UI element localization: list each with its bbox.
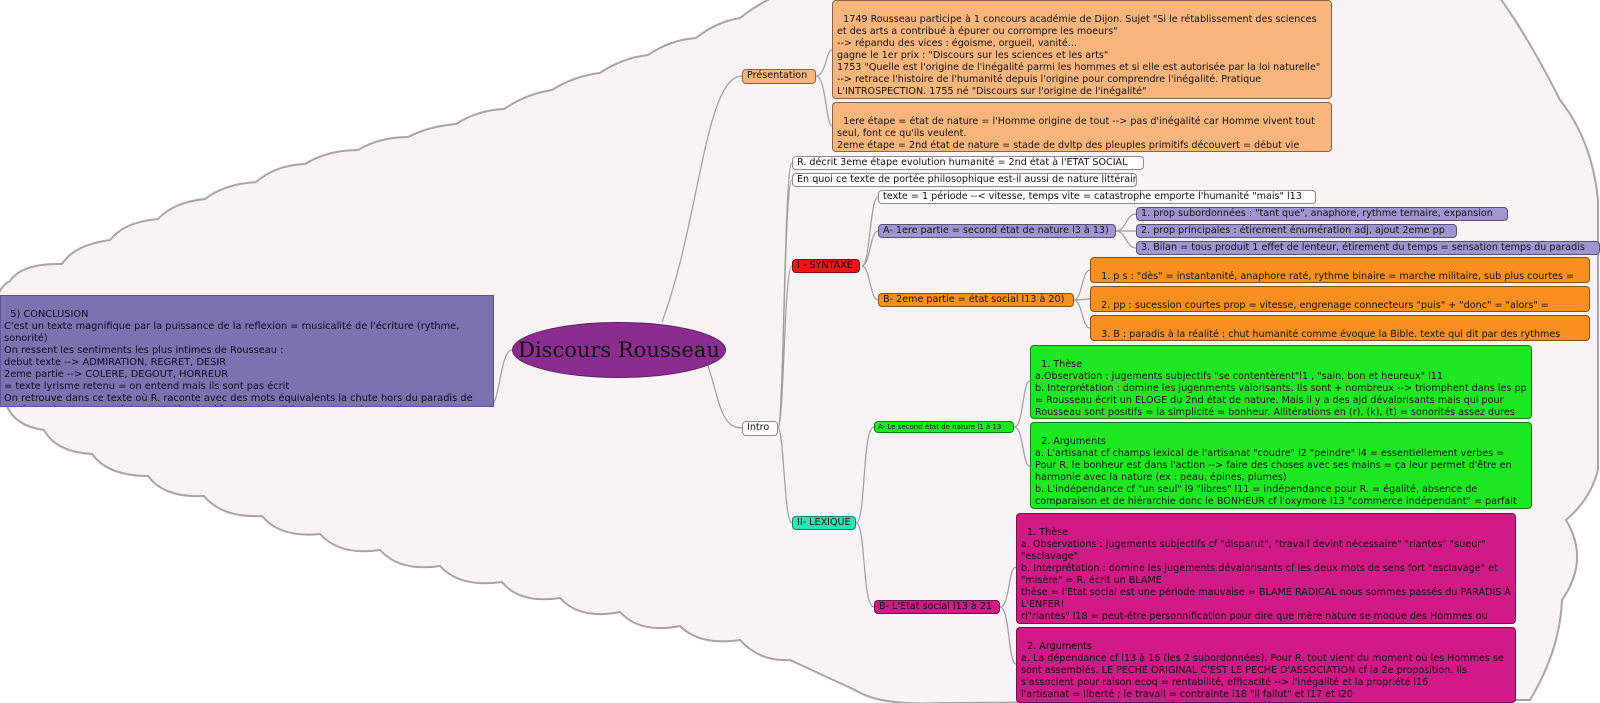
syntaxe-b-item-3[interactable]: 3. B : paradis à la réalité : chut human… (1090, 315, 1590, 341)
syntaxe-a-item-3-text: 3. Bilan = tous produit 1 effet de lente… (1141, 242, 1585, 253)
link-intro-syntaxe (777, 265, 793, 429)
link-sa-1 (1115, 213, 1137, 232)
conclusion-text: 5) CONCLUSION C'est un texte magnifique … (4, 309, 473, 406)
intro-statement-text: R. décrit 3eme étape evolution humanité … (797, 157, 1128, 168)
syntaxe-a-item-2-text: 2. prop principales : étirement énumérat… (1141, 225, 1445, 236)
lexique-part-a[interactable]: A- Le second état de nature l1 à 13 (874, 421, 1014, 433)
syntaxe-periode-text: texte = 1 période --< vitesse, temps vit… (883, 191, 1302, 202)
topic-presentation[interactable]: Présentation (742, 69, 816, 84)
lexique-part-b-label: B- L'Etat social l13 à 21 (879, 601, 993, 612)
conclusion-note[interactable]: 5) CONCLUSION C'est un texte magnifique … (0, 295, 494, 407)
syntaxe-periode[interactable]: texte = 1 période --< vitesse, temps vit… (878, 190, 1316, 204)
link-sb-1 (1073, 269, 1091, 301)
lexique-b-item-2-text: 2. Arguments a. La dépendance cf l13 à 1… (1021, 641, 1504, 702)
link-sb-3 (1073, 299, 1091, 329)
link-lb-2 (999, 606, 1017, 665)
link-intro-question (777, 179, 793, 429)
lexique-b-item-1[interactable]: 1. Thèse a. Observations : jugements sub… (1016, 513, 1516, 624)
intro-statement[interactable]: R. décrit 3eme étape evolution humanité … (792, 156, 1144, 170)
syntaxe-part-a-label: A- 1ere partie = second état de nature l… (883, 225, 1109, 236)
link-root-presentation (661, 75, 743, 323)
link-root-intro (705, 359, 743, 429)
lexique-b-item-1-text: 1. Thèse a. Observations : jugements sub… (1021, 527, 1511, 622)
presentation-note-1-text: 1749 Rousseau participe à 1 concours aca… (837, 14, 1321, 97)
syntaxe-a-item-2[interactable]: 2. prop principales : étirement énumérat… (1136, 224, 1457, 238)
intro-question-text: En quoi ce texte de portée philosophique… (797, 174, 1137, 185)
link-syntaxe-a (861, 230, 879, 267)
topic-intro-label: Intro (747, 422, 770, 433)
topic-intro[interactable]: Intro (742, 421, 778, 436)
presentation-note-2[interactable]: 1ere étape = état de nature = l'Homme or… (832, 102, 1332, 152)
link-lexique-a (855, 426, 875, 524)
syntaxe-part-a[interactable]: A- 1ere partie = second état de nature l… (878, 224, 1116, 238)
syntaxe-b-item-1[interactable]: 1. p s : "dès" = instantanité, anaphore … (1090, 257, 1590, 283)
topic-lexique[interactable]: II- LEXIQUE (792, 516, 856, 530)
link-sa-3 (1115, 230, 1137, 249)
link-intro-lexique (777, 427, 793, 524)
link-la-2 (1013, 426, 1031, 467)
topic-syntaxe-label: I - SYNTAXE (797, 260, 853, 271)
intro-question[interactable]: En quoi ce texte de portée philosophique… (792, 173, 1137, 187)
syntaxe-b-item-2-text: 2. pp : sucession courtes prop = vitesse… (1101, 300, 1549, 311)
lexique-a-item-1-text: 1. Thèse a.Observation : jugements subje… (1035, 359, 1527, 418)
syntaxe-b-item-3-text: 3. B : paradis à la réalité : chut human… (1101, 329, 1561, 340)
lexique-a-item-2-text: 2. Arguments a. L'artisanat cf champs le… (1035, 436, 1517, 507)
link-syntaxe-b (861, 265, 879, 301)
syntaxe-a-item-1-text: 1. prop subordonnées : "tant que", anaph… (1141, 208, 1493, 219)
link-presentation-note1 (815, 49, 833, 77)
syntaxe-b-item-2[interactable]: 2. pp : sucession courtes prop = vitesse… (1090, 286, 1590, 312)
syntaxe-a-item-1[interactable]: 1. prop subordonnées : "tant que", anaph… (1136, 207, 1508, 221)
lexique-part-a-label: A- Le second état de nature l1 à 13 (878, 423, 1002, 431)
lexique-b-item-2[interactable]: 2. Arguments a. La dépendance cf l13 à 1… (1016, 627, 1516, 703)
link-la-1 (1013, 380, 1031, 428)
lexique-part-b[interactable]: B- L'Etat social l13 à 21 (874, 600, 1000, 614)
presentation-note-2-text: 1ere étape = état de nature = l'Homme or… (837, 116, 1315, 151)
syntaxe-a-item-3[interactable]: 3. Bilan = tous produit 1 effet de lente… (1136, 241, 1600, 255)
topic-syntaxe[interactable]: I - SYNTAXE (792, 259, 860, 273)
topic-lexique-label: II- LEXIQUE (797, 517, 851, 528)
root-topic[interactable]: Discours Rousseau (512, 322, 726, 378)
link-presentation-note2 (815, 75, 833, 127)
syntaxe-b-item-1-text: 1. p s : "dès" = instantanité, anaphore … (1101, 271, 1575, 282)
syntaxe-part-b-label: B- 2eme partie = état social l13 à 20) (883, 294, 1065, 305)
topic-presentation-label: Présentation (747, 70, 808, 81)
lexique-a-item-1[interactable]: 1. Thèse a.Observation : jugements subje… (1030, 345, 1532, 419)
syntaxe-part-b[interactable]: B- 2eme partie = état social l13 à 20) (878, 293, 1074, 307)
lexique-a-item-2[interactable]: 2. Arguments a. L'artisanat cf champs le… (1030, 422, 1532, 509)
link-lexique-b (855, 522, 875, 608)
root-title: Discours Rousseau (518, 338, 720, 362)
presentation-note-1[interactable]: 1749 Rousseau participe à 1 concours aca… (832, 0, 1332, 99)
link-lb-1 (999, 566, 1017, 608)
